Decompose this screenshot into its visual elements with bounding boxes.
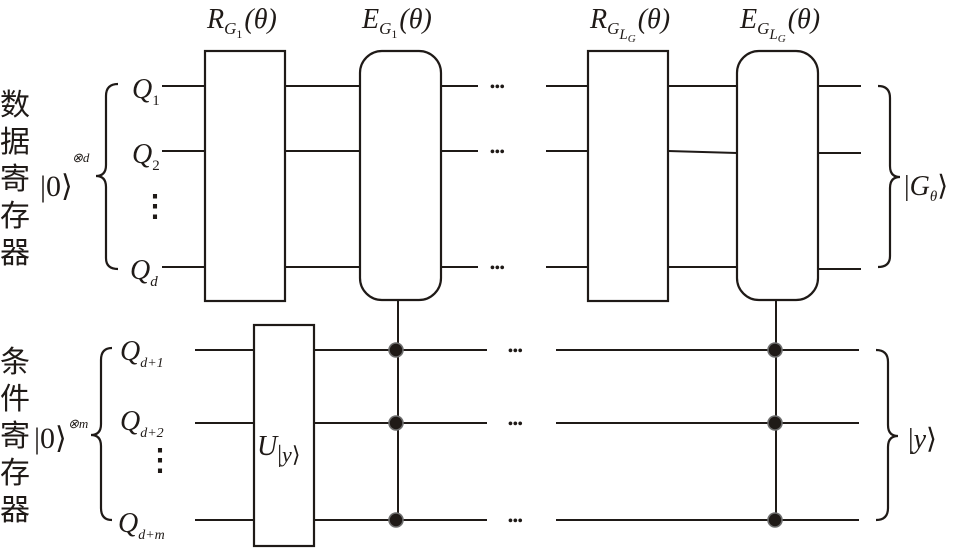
gate-e-glg xyxy=(735,49,820,302)
data-register-right-brace xyxy=(877,84,901,269)
data-register-power: ⊗d xyxy=(72,150,90,165)
gate-r-g1 xyxy=(203,49,287,303)
condition-register-initial-state: |0⟩ xyxy=(34,422,67,455)
label-e-g1: EG1(θ) xyxy=(361,4,432,41)
gate-e-g1 xyxy=(358,49,443,302)
data-register-left-brace xyxy=(95,82,119,271)
control-dot-e-g1-qd2 xyxy=(388,415,404,431)
condition-register-char-4: 存 xyxy=(0,456,30,491)
wire-q2-seg5 xyxy=(667,150,738,154)
ellipsis-q2: ••• xyxy=(490,145,505,160)
ellipsis-qdm: ••• xyxy=(508,514,523,529)
data-register-char-5: 器 xyxy=(0,236,30,271)
vdots-data: ⋮ xyxy=(140,190,170,223)
qubit-label-qd2: Qd+2 xyxy=(120,406,164,441)
qubit-label-qd: Qd xyxy=(130,255,158,290)
gate-r-glg xyxy=(586,49,670,303)
qubit-label-q2: Q2 xyxy=(132,139,160,174)
condition-register-char-1: 条 xyxy=(0,345,30,380)
ellipsis-qd: ••• xyxy=(490,261,505,276)
label-e-glg: EGLG(θ) xyxy=(739,4,820,45)
data-register-char-3: 寄 xyxy=(0,162,30,197)
label-r-g1: RG1(θ) xyxy=(206,4,277,41)
control-dot-e-g1-qd1 xyxy=(388,342,404,358)
data-register-wires xyxy=(162,85,861,270)
control-dot-e-g1-qdm xyxy=(388,512,404,528)
label-u-y: U|y⟩ xyxy=(257,431,300,468)
ellipsis-qd1: ••• xyxy=(508,344,523,359)
data-register-char-4: 存 xyxy=(0,199,30,234)
label-r-glg: RGLG(θ) xyxy=(589,4,670,45)
condition-register-left-brace xyxy=(90,346,113,522)
qubit-label-q1: Q1 xyxy=(132,74,160,109)
data-register-initial-state: |0⟩ xyxy=(40,170,73,203)
qubit-label-qdm: Qd+m xyxy=(118,508,165,543)
output-y: |y⟩ xyxy=(908,424,937,455)
data-register-char-1: 数 xyxy=(0,88,30,123)
gate-u-y xyxy=(252,323,316,548)
condition-register-right-brace xyxy=(875,348,899,522)
ellipsis-qd2: ••• xyxy=(508,417,523,432)
control-dot-e-glg-qd2 xyxy=(767,415,783,431)
output-g-theta: |Gθ⟩ xyxy=(904,171,948,205)
condition-register-power: ⊗m xyxy=(68,416,88,431)
data-register-char-2: 据 xyxy=(0,125,30,160)
condition-register-label: 条 件 寄 存 器 xyxy=(0,345,30,528)
ellipsis-q1: ••• xyxy=(490,80,505,95)
control-dot-e-glg-qd1 xyxy=(767,342,783,358)
condition-register-char-3: 寄 xyxy=(0,419,30,454)
vdots-condition: ⋮ xyxy=(145,444,175,477)
condition-register-char-2: 件 xyxy=(0,382,30,417)
data-register-label: 数 据 寄 存 器 xyxy=(0,88,30,271)
condition-register-wires xyxy=(195,349,859,521)
qubit-label-qd1: Qd+1 xyxy=(120,336,164,371)
control-dot-e-glg-qdm xyxy=(767,512,783,528)
condition-register-char-5: 器 xyxy=(0,493,30,528)
